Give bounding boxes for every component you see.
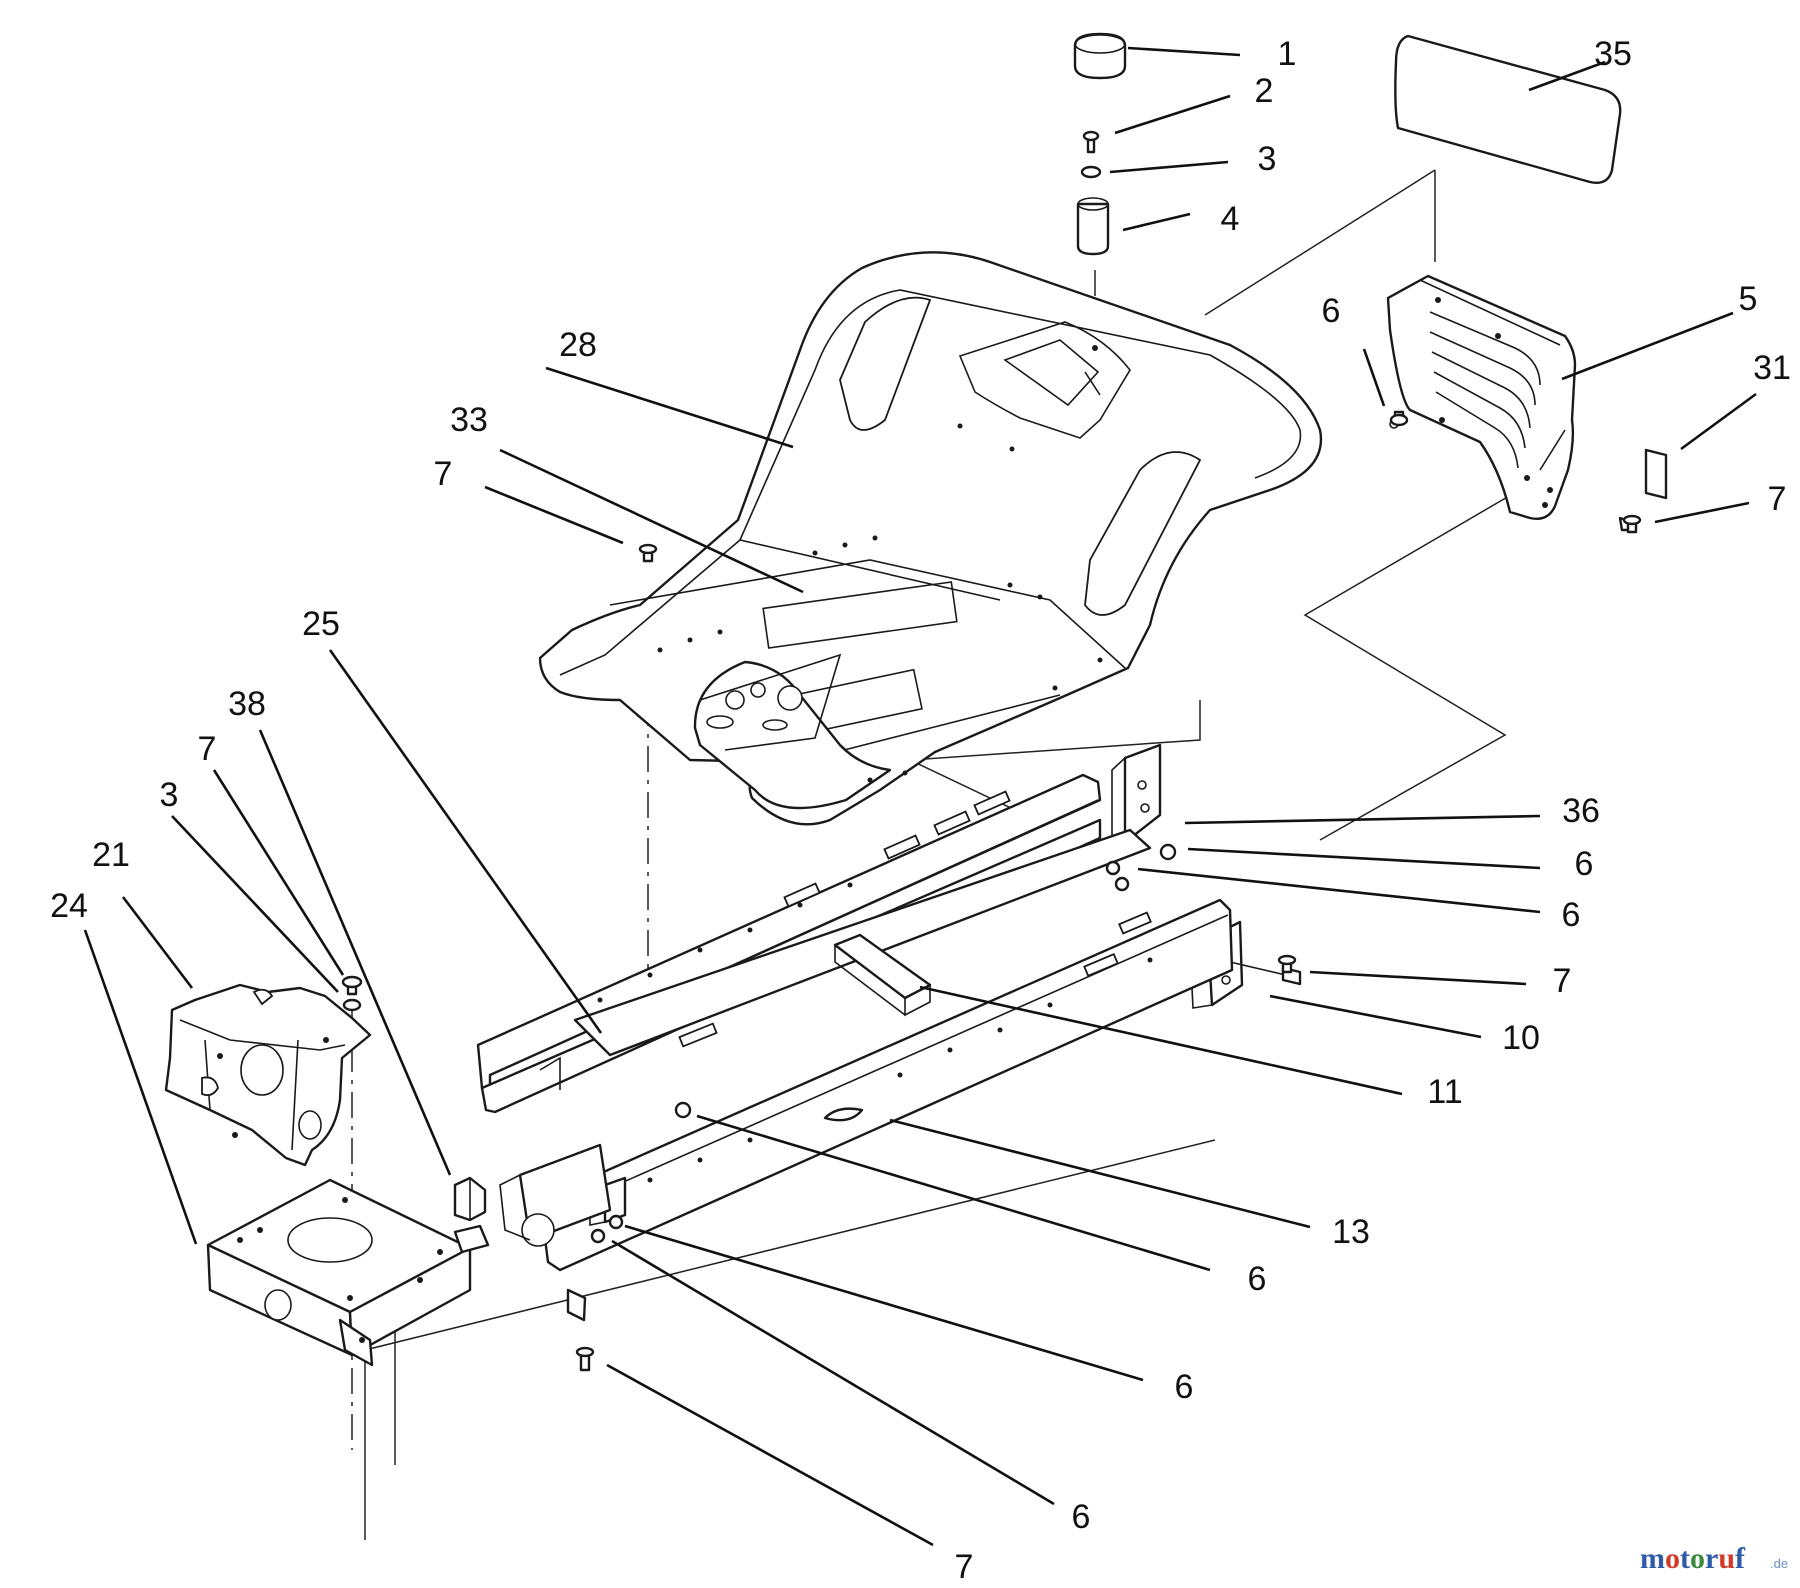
callout-7: 7 — [955, 1548, 974, 1586]
callout-3: 3 — [160, 776, 179, 814]
callout-6: 6 — [1072, 1498, 1091, 1536]
callout-6: 6 — [1248, 1260, 1267, 1298]
knob-stack — [1073, 32, 1127, 256]
callout-6: 6 — [1575, 845, 1594, 883]
frame-rails — [453, 773, 1234, 1272]
callout-11: 11 — [1427, 1073, 1462, 1111]
callout-36: 36 — [1562, 792, 1600, 830]
callout-38: 38 — [228, 685, 266, 723]
callout-33: 33 — [450, 401, 488, 439]
callout-5: 5 — [1739, 280, 1758, 318]
callout-3: 3 — [1258, 140, 1277, 178]
watermark-logo: motoruf .de — [1640, 1542, 1788, 1575]
callout-35: 35 — [1594, 35, 1632, 73]
callout-21: 21 — [92, 836, 130, 874]
callout-13: 13 — [1332, 1213, 1370, 1251]
callout-6: 6 — [1175, 1368, 1194, 1406]
base-plate — [206, 1178, 587, 1367]
watermark-letter: r — [1705, 1542, 1718, 1575]
hardware — [341, 410, 1642, 1372]
callout-4: 4 — [1221, 200, 1240, 238]
watermark-letter: t — [1680, 1542, 1690, 1575]
callout-24: 24 — [50, 887, 88, 925]
watermark-letter: o — [1665, 1542, 1680, 1575]
watermark-suffix: .de — [1770, 1556, 1788, 1571]
rear-shield — [1386, 274, 1668, 532]
watermark-letter: f — [1735, 1542, 1746, 1575]
callout-1: 1 — [1278, 35, 1297, 73]
callout-28: 28 — [559, 326, 597, 364]
callout-7: 7 — [1768, 480, 1787, 518]
watermark-letter: u — [1718, 1542, 1735, 1575]
fender-body — [538, 251, 1323, 826]
leader-lines — [83, 46, 1757, 1547]
callout-10: 10 — [1502, 1019, 1540, 1057]
watermark-letter: o — [1690, 1542, 1705, 1575]
callout-31: 31 — [1753, 349, 1791, 387]
callout-6: 6 — [1322, 292, 1341, 330]
callout-7: 7 — [1553, 962, 1572, 1000]
callout-7: 7 — [198, 730, 217, 768]
callout-labels: 1 2 3 4 35 5 6 31 7 28 33 7 25 38 7 3 21… — [50, 35, 1791, 1586]
callout-6: 6 — [1562, 896, 1581, 934]
callout-2: 2 — [1255, 72, 1274, 110]
upper-bracket — [164, 983, 372, 1167]
callout-25: 25 — [302, 605, 340, 643]
callout-7: 7 — [434, 455, 453, 493]
svg-text:motoruf: motoruf — [1640, 1542, 1746, 1575]
decal-strip — [1394, 34, 1622, 184]
watermark-letter: m — [1640, 1542, 1665, 1575]
